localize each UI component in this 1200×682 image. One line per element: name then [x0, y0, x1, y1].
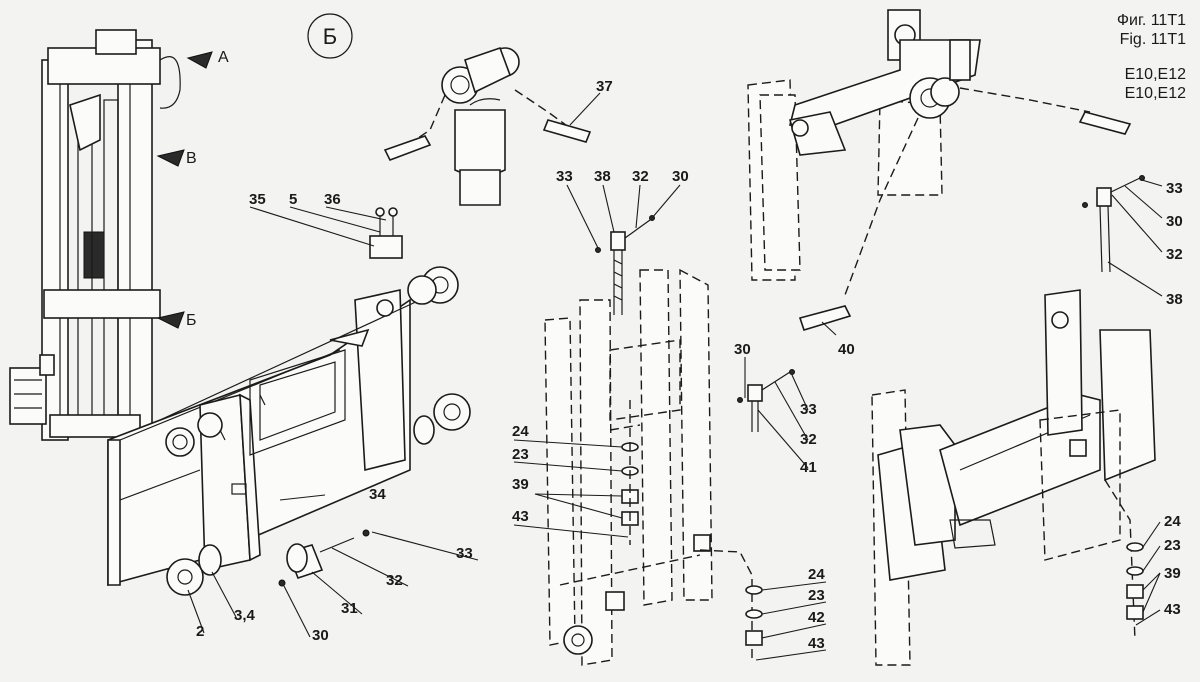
- leader-32-center: [635, 184, 641, 229]
- callout-40: 40: [838, 341, 855, 358]
- leader-24-center: [513, 439, 623, 448]
- callout-33-carriage: 33: [456, 545, 473, 562]
- center-washer-stack: [621, 400, 639, 545]
- view-marker-circle: [307, 13, 353, 59]
- callout-43-center: 43: [512, 508, 529, 525]
- leader-23-right: [1142, 545, 1161, 572]
- center-bottom-stack: [745, 585, 763, 646]
- callout-3-4: 3,4: [234, 607, 256, 624]
- callout-33-center: 33: [556, 168, 573, 185]
- leader-30-center: [651, 184, 681, 219]
- callout-39-center: 39: [512, 476, 529, 493]
- callout-30-carriage: 30: [312, 627, 329, 644]
- callout-35: 35: [249, 191, 266, 208]
- leader-33-bolt: [791, 374, 809, 411]
- callout-37: 37: [596, 78, 613, 95]
- callout-38-center: 38: [594, 168, 611, 185]
- arrow-label-b: B: [186, 150, 197, 167]
- right-bolt-38: [1082, 175, 1145, 273]
- model-label-en: E10,E12: [1125, 85, 1186, 102]
- leader-40: [821, 321, 837, 336]
- callout-23-center: 23: [512, 446, 529, 463]
- leader-37: [569, 92, 601, 126]
- leader-39a-right: [1142, 572, 1161, 591]
- leader-43-bottom: [755, 649, 827, 661]
- callout-34: 34: [369, 486, 386, 503]
- leader-39a-center: [534, 493, 623, 497]
- callout-24-bottom: 24: [808, 566, 825, 583]
- center-bolt-41: [737, 369, 795, 432]
- leader-30-right: [1124, 185, 1163, 219]
- arrow-label-a: A: [218, 49, 229, 66]
- callout-5: 5: [289, 191, 297, 208]
- leader-42: [761, 623, 827, 639]
- callout-33-right: 33: [1166, 180, 1183, 197]
- leader-23-bottom: [761, 601, 827, 615]
- callout-32-carriage: 32: [386, 572, 403, 589]
- leader-41: [757, 409, 809, 469]
- callout-43-right: 43: [1164, 601, 1181, 618]
- carriage-leaders: [187, 206, 479, 638]
- center-bolt-38: [595, 215, 655, 315]
- leader-43-right: [1135, 609, 1161, 626]
- callout-30-center: 30: [672, 168, 689, 185]
- view-marker-label: Б: [323, 24, 337, 49]
- callout-33-bolt: 33: [800, 401, 817, 418]
- leader-24-right: [1142, 521, 1161, 548]
- right-lower-carriage: [871, 289, 1156, 666]
- callout-2: 2: [196, 623, 204, 640]
- callout-30-right: 30: [1166, 213, 1183, 230]
- callout-38-right: 38: [1166, 291, 1183, 308]
- leader-32-right: [1111, 194, 1163, 253]
- carriage-assembly: [107, 207, 471, 596]
- leader-33-right: [1141, 179, 1163, 187]
- callout-24-center: 24: [512, 423, 529, 440]
- callout-32-bolt: 32: [800, 431, 817, 448]
- leader-32-bolt: [774, 381, 809, 441]
- callout-23-bottom: 23: [808, 587, 825, 604]
- callout-30-bolt: 30: [734, 341, 751, 358]
- leader-33-center: [566, 184, 599, 249]
- figure-title-en: Fig. 11T1: [1120, 31, 1187, 48]
- center-mast-rails: [544, 268, 753, 666]
- leader-39b-right: [1142, 572, 1161, 613]
- callout-42: 42: [808, 609, 825, 626]
- callout-41: 41: [800, 459, 817, 476]
- callout-23-right: 23: [1164, 537, 1181, 554]
- figure-title-ru: Фиг. 11T1: [1117, 12, 1186, 29]
- arrow-label-be: Б: [186, 312, 197, 329]
- callout-31: 31: [341, 600, 358, 617]
- mast-overview: [9, 29, 213, 441]
- right-washer-stack: [1126, 542, 1144, 620]
- leader-39b-center: [534, 493, 623, 519]
- callout-32-center: 32: [632, 168, 649, 185]
- model-label-ru: E10,E12: [1125, 66, 1186, 83]
- callout-36: 36: [324, 191, 341, 208]
- callout-39-right: 39: [1164, 565, 1181, 582]
- leader-23-center: [513, 461, 623, 472]
- callout-24-right: 24: [1164, 513, 1181, 530]
- callout-32-right: 32: [1166, 246, 1183, 263]
- leader-38-right: [1107, 261, 1163, 297]
- cylinder-head-assembly: [383, 46, 592, 206]
- right-mast-head: [747, 9, 1132, 331]
- leader-24-bottom: [761, 581, 827, 591]
- leader-43-center: [513, 524, 629, 538]
- leader-38-center: [602, 184, 615, 233]
- callout-43-bottom: 43: [808, 635, 825, 652]
